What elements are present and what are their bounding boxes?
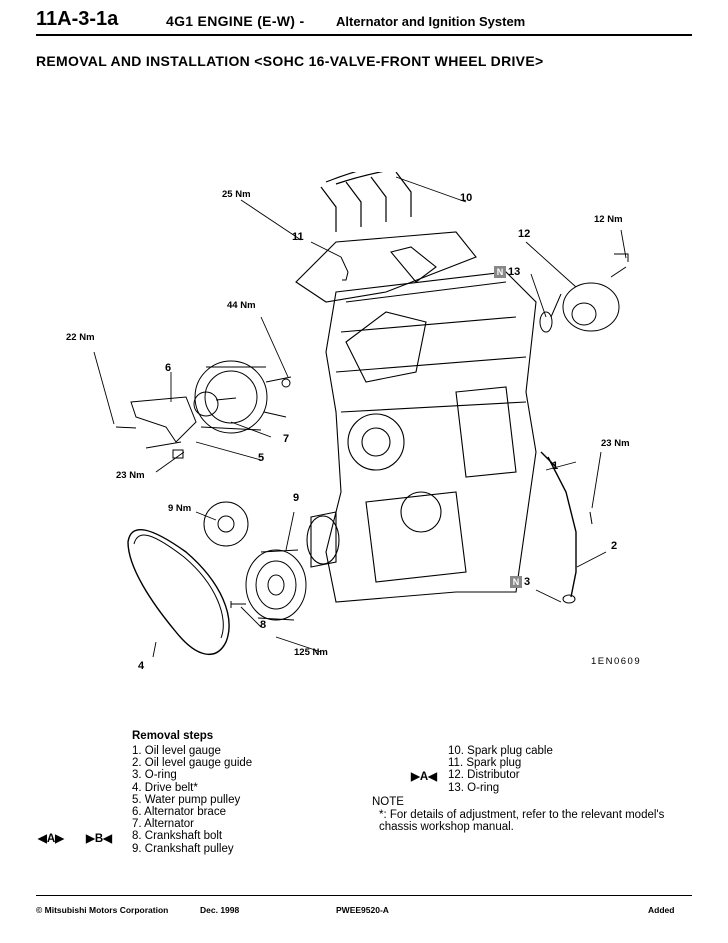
crankshaft-pulley-drawing (245, 549, 307, 621)
callout-4: 4 (138, 660, 145, 672)
step-7: 7. Alternator (132, 818, 195, 831)
step-6: 6. Alternator brace (132, 806, 226, 819)
n-mark-3: N (510, 576, 522, 589)
torque-label-22: 22 Nm (66, 332, 95, 343)
distributor-bolt-drawing (614, 253, 629, 262)
note-heading: NOTE (372, 796, 404, 808)
service-mark-b: ▶B◀ (86, 833, 112, 845)
section-title: REMOVAL AND INSTALLATION <SOHC 16-VALVE-… (36, 53, 544, 69)
oil-level-gauge-guide-drawing (547, 456, 577, 598)
footer-doc-code: PWEE9520-A (336, 905, 389, 915)
engine-heading: 4G1 ENGINE (E-W) - (166, 13, 305, 29)
guide-bolt-drawing (589, 511, 593, 525)
callout-10: 10 (460, 192, 473, 204)
o-ring-13-drawing (539, 311, 553, 333)
step-1: 1. Oil level gauge (132, 745, 221, 757)
torque-label-25: 25 Nm (222, 189, 251, 200)
step-9: 9. Crankshaft pulley (132, 842, 234, 855)
system-heading: Alternator and Ignition System (336, 14, 526, 29)
n-mark-13: N (494, 266, 506, 279)
torque-label-12: 12 Nm (594, 214, 623, 225)
callout-6: 6 (165, 362, 172, 374)
step-4: 4. Drive belt* (132, 781, 198, 794)
step-11: 11. Spark plug (448, 757, 522, 770)
step-5: 5. Water pump pulley (132, 793, 241, 806)
callout-8: 8 (260, 619, 267, 631)
engine-block-drawing (295, 231, 537, 603)
spark-plug-cable-drawing (320, 172, 412, 232)
footer-rule (36, 895, 692, 896)
distributor-drawing (550, 266, 627, 332)
spark-plug-drawing (340, 256, 349, 281)
header-rule (36, 34, 692, 36)
removal-steps-left: 1. Oil level gauge 2. Oil level gauge gu… (132, 745, 252, 855)
alternator-drawing (193, 360, 292, 434)
crankshaft-bolt-drawing (230, 601, 246, 608)
o-ring-3-drawing (562, 594, 576, 604)
section-code: 11A-3-1a (36, 8, 119, 30)
drive-belt-drawing (127, 528, 230, 655)
service-mark-a: ◀A▶ (38, 833, 64, 845)
torque-label-125: 125 Nm (294, 647, 328, 658)
step-2: 2. Oil level gauge guide (132, 757, 253, 770)
torque-label-9: 9 Nm (168, 503, 192, 514)
leader-lines (93, 176, 627, 658)
callout-9: 9 (293, 492, 300, 504)
torque-label-23-right: 23 Nm (601, 438, 630, 449)
footer-status: Added (648, 905, 675, 915)
exploded-view-drawing (93, 172, 629, 658)
callout-12: 12 (518, 228, 531, 240)
callout-11: 11 (292, 231, 304, 243)
step-10: 10. Spark plug cable (448, 745, 553, 757)
footer-date: Dec. 1998 (200, 905, 240, 915)
step-8: 8. Crankshaft bolt (132, 830, 223, 843)
footer-copyright: © Mitsubishi Motors Corporation (36, 905, 169, 915)
step-13: 13. O-ring (448, 781, 500, 794)
water-pump-pulley-drawing (203, 501, 249, 547)
callout-5: 5 (258, 452, 265, 464)
note-text: *: For details of adjustment, refer to t… (379, 809, 665, 834)
torque-label-44: 44 Nm (227, 300, 256, 311)
removal-steps-right: 10. Spark plug cable 11. Spark plug 12. … (448, 745, 553, 794)
oil-level-gauge-drawing (540, 451, 557, 468)
torque-label-23-left: 23 Nm (116, 470, 145, 481)
service-mark-a-distributor: ▶A◀ (411, 771, 437, 783)
callout-2: 2 (611, 540, 618, 552)
step-3: 3. O-ring (132, 769, 177, 782)
step-12: 12. Distributor (448, 769, 520, 782)
removal-steps-heading: Removal steps (132, 730, 214, 742)
callout-7: 7 (283, 433, 290, 445)
bolt-drawings (115, 378, 291, 459)
engine-diagram: 25 Nm 12 Nm 44 Nm 22 Nm 23 Nm 23 Nm 9 Nm… (36, 172, 696, 692)
callout-1: 1 (552, 460, 559, 472)
alternator-brace-drawing (130, 396, 197, 443)
figure-code: 1EN0609 (591, 656, 642, 667)
